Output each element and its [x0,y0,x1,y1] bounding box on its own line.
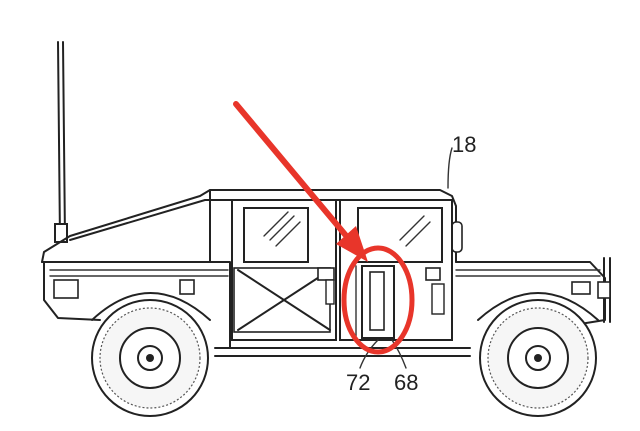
red-annotation [233,101,415,355]
label-68: 68 [394,370,418,395]
label-18: 18 [452,132,476,157]
antenna [54,41,68,243]
fenders [91,292,599,321]
door-component [361,265,395,339]
red-arrow-head [336,226,368,262]
front-wheel [91,299,209,417]
vehicle-body [41,189,611,357]
highlight-circle [341,245,415,355]
red-arrow-shaft [233,101,351,241]
label-72: 72 [346,370,370,395]
rear-wheel [479,299,597,417]
leader-lines [359,147,453,369]
front-door [231,199,337,341]
rear-door [339,199,453,341]
